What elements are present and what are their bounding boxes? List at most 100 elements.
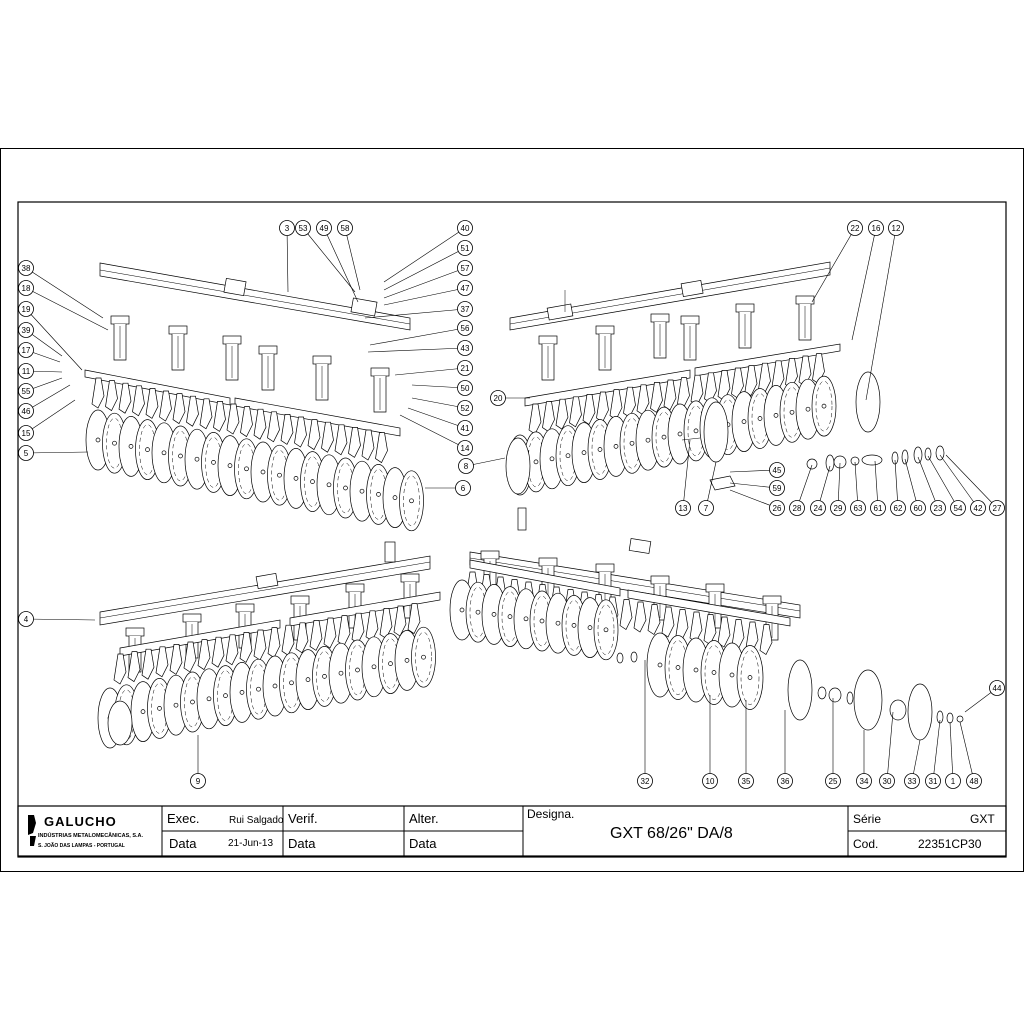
callout-leader [383,227,466,283]
disc-hub [747,675,753,680]
callout-leader [25,451,89,454]
data-label-2: Data [288,836,316,851]
bracket-plate [400,573,420,583]
callout-bubble [458,458,474,474]
shank [211,636,225,668]
exec-label: Exec. [167,811,200,826]
shank [365,610,379,642]
shank [127,651,141,683]
callout-leader [939,454,979,509]
shank [323,617,337,649]
company-line-1: INDÚSTRIAS METALOMECÂNICAS, S.A. [38,832,143,839]
shank [225,634,239,666]
hub-component [861,454,883,466]
shank [661,606,675,638]
disc-hub [603,627,609,633]
hub-component [846,691,854,705]
bracket-plate [125,627,145,637]
end-disc [855,371,881,433]
shank [294,416,307,448]
callout-leader [407,407,466,429]
disc-hub [206,696,212,702]
hub-component [936,710,944,724]
callout-bubble [18,280,34,296]
shank [186,395,199,427]
disc-hub [112,440,117,446]
callout-number: 57 [461,264,470,273]
callout-leader [286,227,289,293]
shank [334,424,348,456]
callout-bubble [18,425,34,441]
callout-leader [682,439,691,509]
shank [240,406,253,438]
bracket-plate [222,335,242,345]
callout-number: 36 [781,777,790,786]
callout-number: 52 [461,404,470,413]
callout-number: 62 [894,504,903,513]
shank [731,367,744,399]
assembly-bottom-right [107,507,964,746]
callout-leader [383,247,466,291]
disc-notch [403,475,420,527]
shank [771,360,785,392]
disc-hub [289,680,294,686]
shank [172,393,186,425]
callout-bubble [945,773,961,789]
callout-number: 47 [461,284,470,293]
disc-notch [815,380,833,432]
callout-bubble [18,403,34,419]
shank [623,386,636,418]
shank [253,408,267,440]
shank [155,646,169,678]
callout-bubble [18,322,34,338]
callout-number: 14 [461,444,470,453]
shank [647,604,661,636]
callout-bubble [18,342,34,358]
callout-bubble [675,500,691,516]
callout-number: 44 [993,684,1002,693]
shank [745,621,759,653]
callout-number: 33 [908,777,917,786]
callout-number: 46 [22,407,31,416]
shank [239,632,253,663]
verif-label: Verif. [288,811,318,826]
callout-number: 48 [970,777,979,786]
shank [132,385,145,417]
bracket-plate [370,367,390,377]
shank [169,644,183,675]
bracket-plate [235,603,255,613]
callout-leader [927,455,959,509]
callout-bubble [457,380,473,396]
callout-number: 22 [851,224,860,233]
disc-hub [581,450,587,455]
disc-hub [388,661,393,666]
callout-leader [25,308,83,371]
callout-bubble [769,500,785,516]
shank [759,624,773,656]
callout-number: 43 [461,344,470,353]
bracket-plate [168,325,188,335]
designation: GXT 68/26" DA/8 [610,825,733,842]
bracket-plate [182,613,202,623]
disc-hub [277,472,282,478]
disc-hub [693,667,699,673]
callout-bubble [888,220,904,236]
callout-number: 60 [914,504,923,513]
disc-hub [661,434,667,440]
bracket-plate [538,335,558,345]
end-disc [703,401,729,463]
hub-component [889,699,907,721]
callout-leader [367,347,466,353]
callout-leader [917,456,939,509]
hub-component [853,669,883,731]
disc-hub [741,419,747,424]
callout-number: 5 [24,449,29,458]
disc-hub [404,658,410,663]
disc-hub [571,623,577,628]
callout-number: 41 [461,424,470,433]
company-line-2: S. JOÃO DAS LAMPAS - PORTUGAL [38,842,125,849]
disc-hub [326,482,332,488]
callout-bubble [457,420,473,436]
callout-number: 9 [196,777,201,786]
